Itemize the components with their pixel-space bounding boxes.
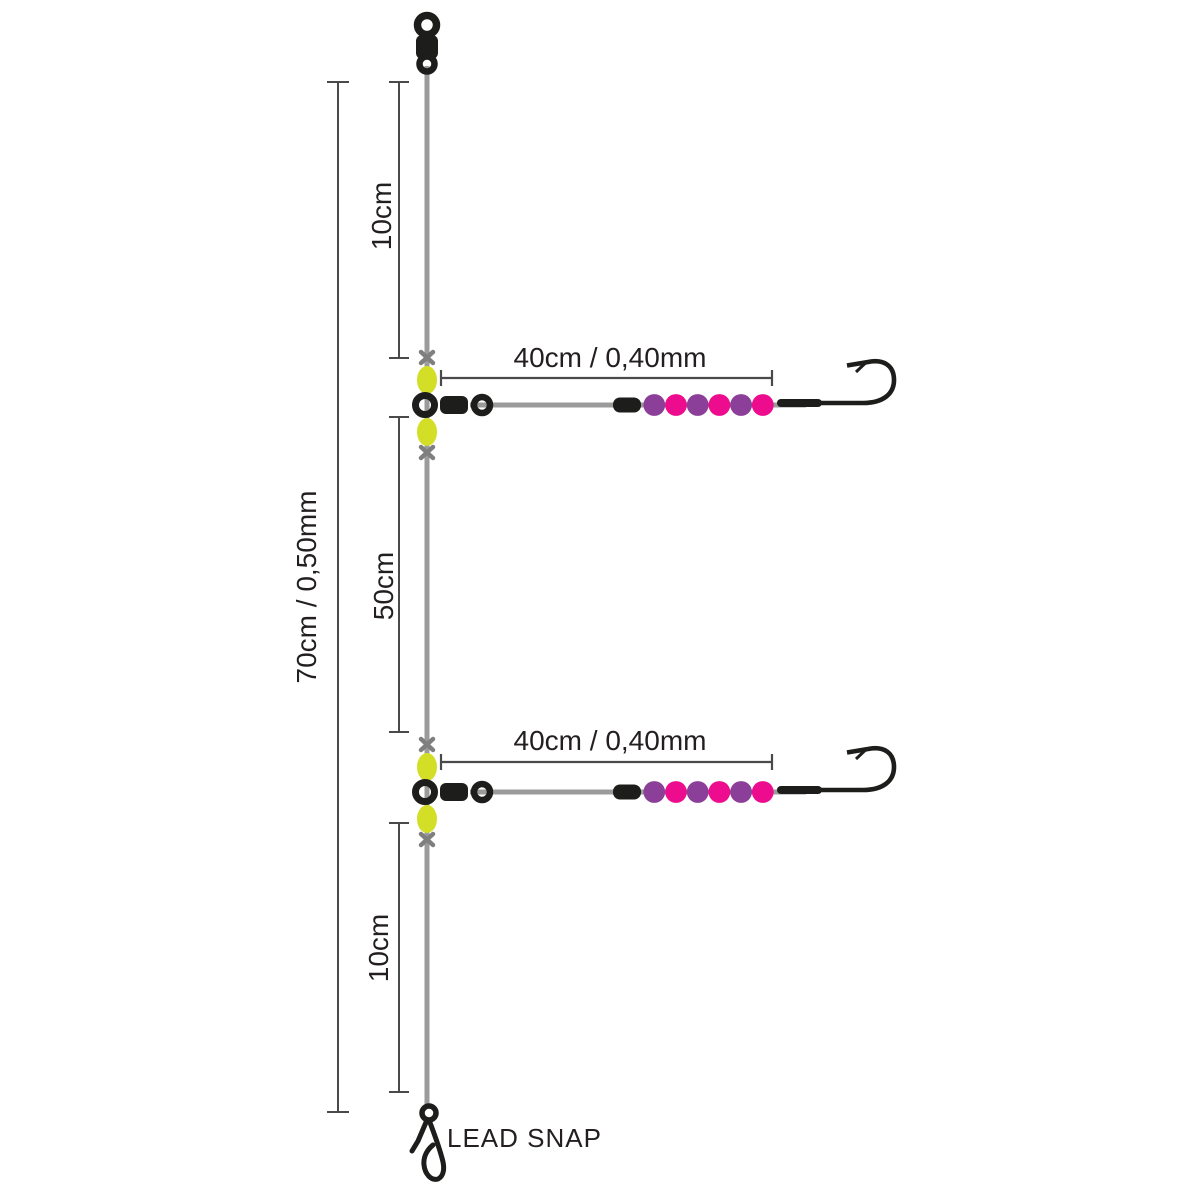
crimp-sleeve [613, 784, 641, 800]
stop-knot-icon [418, 831, 436, 848]
stop-knot-icon [418, 444, 436, 461]
snood-swivel [412, 392, 494, 418]
top-swivel-eye-icon [413, 11, 441, 39]
top-swivel [413, 11, 441, 75]
top-swivel-lower-eye-icon [416, 53, 438, 75]
top-swivel-barrel [416, 35, 438, 59]
dimension-snood1-40cm: 40cm / 0,40mm [439, 342, 774, 386]
attractor-bead [417, 805, 437, 833]
dimension-top-10cm: 10cm [366, 81, 409, 359]
snood-bead [708, 781, 731, 803]
middle-spacing-label: 50cm [368, 552, 399, 620]
bottom-spacing-label: 10cm [363, 914, 394, 982]
snood-bead [686, 394, 709, 416]
main-length-label: 70cm / 0,50mm [291, 491, 322, 684]
snood-1: 40cm / 0,40mm [412, 342, 897, 461]
attractor-bead [417, 366, 437, 394]
attractor-bead [417, 418, 437, 446]
dimension-middle-50cm: 50cm [368, 416, 409, 733]
dimension-70cm: 70cm / 0,50mm [291, 81, 349, 1113]
lead-snap-label: LEAD SNAP [447, 1123, 602, 1153]
dimension-bottom-10cm: 10cm [363, 822, 409, 1093]
snood-bead [730, 781, 752, 803]
snood-bead [665, 394, 687, 416]
attractor-bead [417, 753, 437, 781]
snood-bead [751, 394, 774, 416]
stop-knot-icon [418, 736, 436, 753]
crimp-sleeve [613, 397, 641, 413]
snood-bead [730, 394, 752, 416]
snood1-length-label: 40cm / 0,40mm [514, 342, 707, 373]
snood-bead [665, 781, 687, 803]
hook-icon [777, 358, 897, 407]
hook-icon [777, 745, 897, 794]
snood-bead [686, 781, 709, 803]
snood-bead [708, 394, 731, 416]
snood-2: 40cm / 0,40mm [412, 725, 897, 848]
dimension-snood2-40cm: 40cm / 0,40mm [439, 725, 774, 770]
lead-snap-clip-icon [409, 1103, 447, 1182]
snood-bead [643, 781, 666, 803]
top-spacing-label: 10cm [366, 182, 397, 250]
snood-bead [643, 394, 666, 416]
snood-swivel [412, 779, 494, 805]
snood-bead [751, 781, 774, 803]
snood2-length-label: 40cm / 0,40mm [514, 725, 707, 756]
stop-knot-icon [418, 349, 436, 366]
